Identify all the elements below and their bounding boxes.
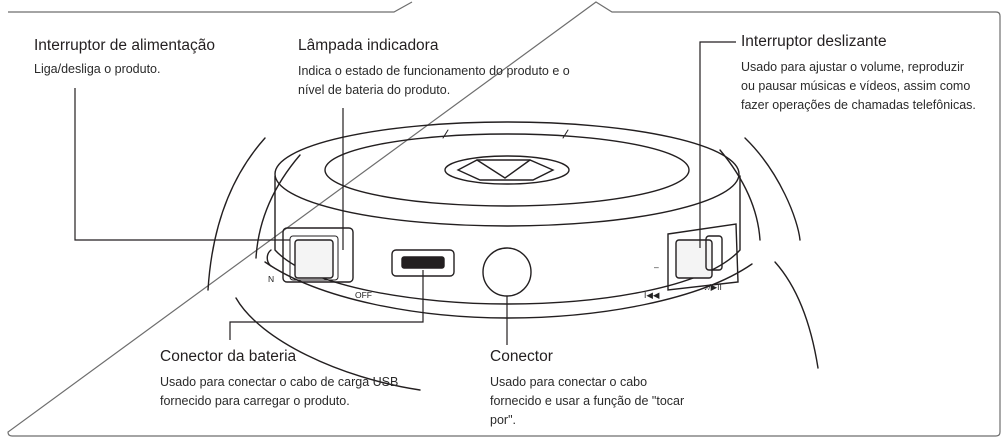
marking-minus: – <box>654 262 659 272</box>
frame-border <box>7 1 1001 437</box>
logo-plate <box>444 155 570 185</box>
shell-left-inner-arc <box>255 154 301 259</box>
slide-switch-knob <box>675 239 713 279</box>
marking-on: N <box>268 274 274 284</box>
battery-connector-desc: Usado para conectar o cabo de carga USB … <box>160 375 399 408</box>
leader-power-switch <box>74 88 290 241</box>
slide-switch-desc: Usado para ajustar o volume, reproduzir … <box>741 60 976 112</box>
battery-connector-title: Conector da bateria <box>160 348 297 365</box>
marking-play: ♪/▶II <box>704 282 722 292</box>
connector-jack <box>482 247 532 297</box>
marking-prev: I◀◀ <box>644 290 660 300</box>
shell-right-arc <box>744 137 801 241</box>
slide-switch-rail <box>705 235 723 271</box>
indicator-lamp-title: Lâmpada indicadora <box>298 37 439 54</box>
disc-tick-marks <box>442 129 569 139</box>
slide-switch-housing <box>667 223 739 291</box>
power-switch-desc: Liga/desliga o produto. <box>34 62 161 76</box>
connector-title: Conector <box>490 348 553 365</box>
marking-off: OFF <box>355 290 372 300</box>
top-disc <box>274 121 740 227</box>
connector-desc: Usado para conectar o cabo fornecido e u… <box>490 375 685 427</box>
lower-right-curve <box>774 261 819 369</box>
callout-indicator-lamp: Lâmpada indicadora Indica o estado de fu… <box>298 36 588 100</box>
logo-inner <box>476 159 531 179</box>
slide-switch-title: Interruptor deslizante <box>741 33 887 50</box>
power-switch-housing <box>282 227 354 283</box>
usb-port-inner <box>401 256 445 269</box>
callout-connector: Conector Usado para conectar o cabo forn… <box>490 347 690 430</box>
callout-battery-connector: Conector da bateria Usado para conectar … <box>160 347 430 411</box>
power-switch-slot <box>289 235 339 281</box>
power-switch-knob <box>294 239 334 279</box>
leader-battery-connector <box>229 270 424 340</box>
power-switch-title: Interruptor de alimentação <box>34 37 215 54</box>
top-disc-inner <box>324 133 690 207</box>
on-marker <box>266 249 272 267</box>
leader-slide-switch <box>699 41 736 248</box>
side-band <box>274 175 741 305</box>
lower-left-curve <box>235 297 421 391</box>
callout-slide-switch: Interruptor deslizante Usado para ajusta… <box>741 32 976 115</box>
indicator-lamp-desc: Indica o estado de funcionamento do prod… <box>298 64 570 97</box>
callout-power-switch: Interruptor de alimentação Liga/desliga … <box>34 36 274 79</box>
shell-left-arc <box>207 137 266 291</box>
shell-right-inner-arc <box>719 149 761 241</box>
